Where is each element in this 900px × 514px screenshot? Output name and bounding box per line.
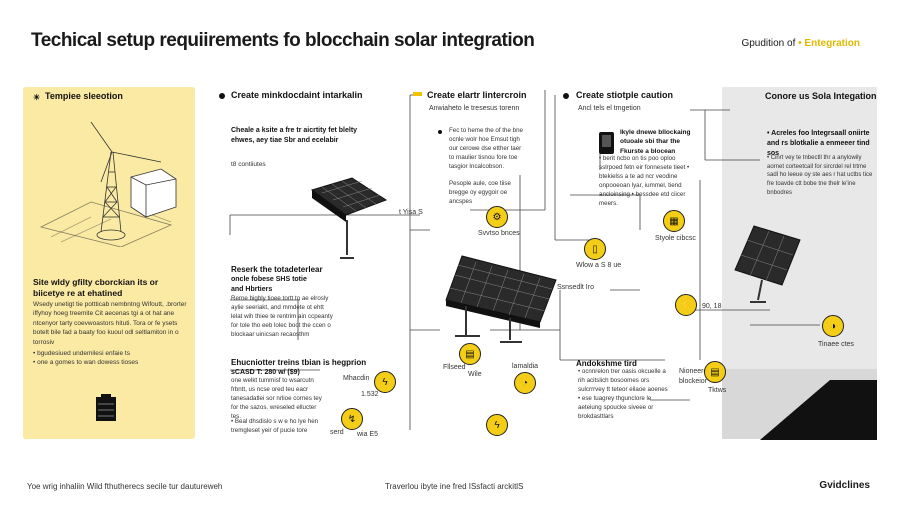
header-tagline: Gpudition of • Entegration (741, 38, 860, 49)
col3-tag-a: Styole cibcsc (655, 235, 696, 242)
col1-tag-d: wia E5 (357, 431, 379, 438)
col3-block1: Ikyle dnewe bllockaing otuoale sbi thar … (620, 129, 691, 155)
col1-block3-note: • Beal dhsdislo s w e ho lye hen tremgle… (231, 418, 319, 434)
footer-right: Gvidclines (819, 480, 870, 491)
left-panel-bullets: • bgudesiued undemilesi enfaie ts • one … (33, 350, 139, 367)
phone-icon (599, 132, 614, 154)
left-panel-heading-icon: ☀ (33, 93, 41, 102)
bolt-icon: ϟ (486, 414, 508, 436)
doc-icon: ⚙ (486, 206, 508, 228)
ground-shadow (760, 380, 877, 440)
col2-block1-dot (438, 130, 442, 134)
col3-tag-f: 90, 18 (702, 303, 722, 310)
wind-turbine-icon (39, 121, 177, 247)
right-panel-block1-body: • Cinrt vey te tnbectll thr a anylowily … (767, 155, 873, 196)
col1-block2-head: Reserk the totadeterlear (231, 265, 323, 274)
col1-block2-sub: oncle fobese SHS totie and Hbrtiers (231, 276, 307, 294)
col3-tag-c: Andokshme tird (576, 359, 637, 368)
col2-marker (413, 92, 422, 96)
solar-panel-icon (445, 255, 557, 343)
col2-tag-e: Wile (468, 371, 482, 378)
col1-block3-sub: sCASD T: 280 w/ ($9) (231, 369, 300, 376)
tagline-prefix: Gpudition of (741, 38, 796, 49)
right-panel-heading: Conore us Sola Integation (765, 91, 877, 101)
footer-left: Yoe wrig inhaliin Wild fthutherecs secil… (27, 482, 223, 491)
col2-heading: Create elartr lintercroin (427, 90, 527, 100)
col1-block3-body: one welkt tummisf to wsarcutn frbntt, us… (231, 377, 322, 420)
col3-sub: Ancl tels el tmgetion (578, 105, 641, 112)
doc-icon: ▦ (663, 210, 685, 232)
col1-tag-c: serd (330, 429, 344, 436)
col1-heading: Create minkdocdaint intarkalin (231, 90, 363, 100)
right-panel-block1-head: • Acreles foo lntegrsaall oniirte and rs… (767, 130, 870, 158)
col3-tag-g: Tinaee ctes (818, 341, 854, 348)
col3-tag-b: Wlow a S 8 ue (576, 262, 622, 269)
col1-block1: Cheale a ksite a fre tr aicrtity fet ble… (231, 127, 358, 145)
col3-bullet (563, 93, 569, 99)
doc-icon: ▤ (459, 343, 481, 365)
col2-tag-d: Fllseed (443, 364, 466, 371)
bolt-icon: ⚡ (675, 294, 697, 316)
col2-block2: Pesople aule, coe tiise bregge oy egygoi… (449, 180, 511, 205)
battery-icon (96, 394, 116, 421)
bolt-icon: ϟ (374, 371, 396, 393)
tagline-accent: • Entegration (798, 38, 860, 49)
gauge-icon: ◑ (822, 315, 844, 337)
col3-tag-e: Tktws (708, 387, 727, 394)
left-panel: ☀ Tempiee sleeotion Site wldy gfilty cbo… (23, 87, 195, 439)
col1-block3-head: Ehucniotter treins tbian is hegprion (231, 358, 367, 367)
gauge-icon: ◔ (514, 372, 536, 394)
page-title: Techical setup requiirements fo blocchai… (31, 30, 535, 51)
col3-tag-c-body: • ocnnrelon trer oasis okcuelle a rih ac… (578, 368, 668, 420)
doc-icon: ▤ (704, 361, 726, 383)
footer-center: Traverlou ibyte ine fred ISsfacti arckit… (385, 482, 524, 491)
col2-tag-a: t Yisa S (399, 209, 423, 216)
col3-heading: Create stiotple caution (576, 90, 674, 100)
col2-tag-c: Ssnsedlt Iro (557, 284, 594, 291)
col1-block1-note: t8 contiiutes (231, 161, 266, 168)
solar-panel-icon (734, 225, 801, 303)
left-panel-subhead: Site wldy gfilty cborckian its or biicet… (33, 277, 159, 298)
col3-block2: • berit ncbo on tis poo oploo sslrpoed f… (599, 155, 690, 207)
solar-panel-icon (310, 177, 388, 259)
col1-bullet (219, 93, 225, 99)
col2-tag-f: lamaldia (512, 363, 539, 370)
col1-block2-body: Rerne bigbly tioee tortt to ae elrosly a… (231, 295, 333, 338)
left-panel-heading: Tempiee sleeotion (45, 91, 123, 101)
col2-sub: Anwiaheto le tresesus torenn (429, 105, 520, 112)
left-panel-body: Wsedy unetigt tie pottticab nembntng Wif… (33, 301, 187, 346)
phone-icon: ▯ (584, 238, 606, 260)
col2-block1: Fec to heme the of the bne ocnle wolr ho… (449, 127, 523, 170)
gauge-icon: ↯ (341, 408, 363, 430)
col1-tag-b: 1.532 (361, 391, 379, 398)
col1-tag-a: Mhacdin (343, 375, 370, 382)
col3-tag-d: Nioneerel blockeior (679, 368, 709, 386)
col2-tag-b: Svvtso bnces (478, 230, 520, 237)
